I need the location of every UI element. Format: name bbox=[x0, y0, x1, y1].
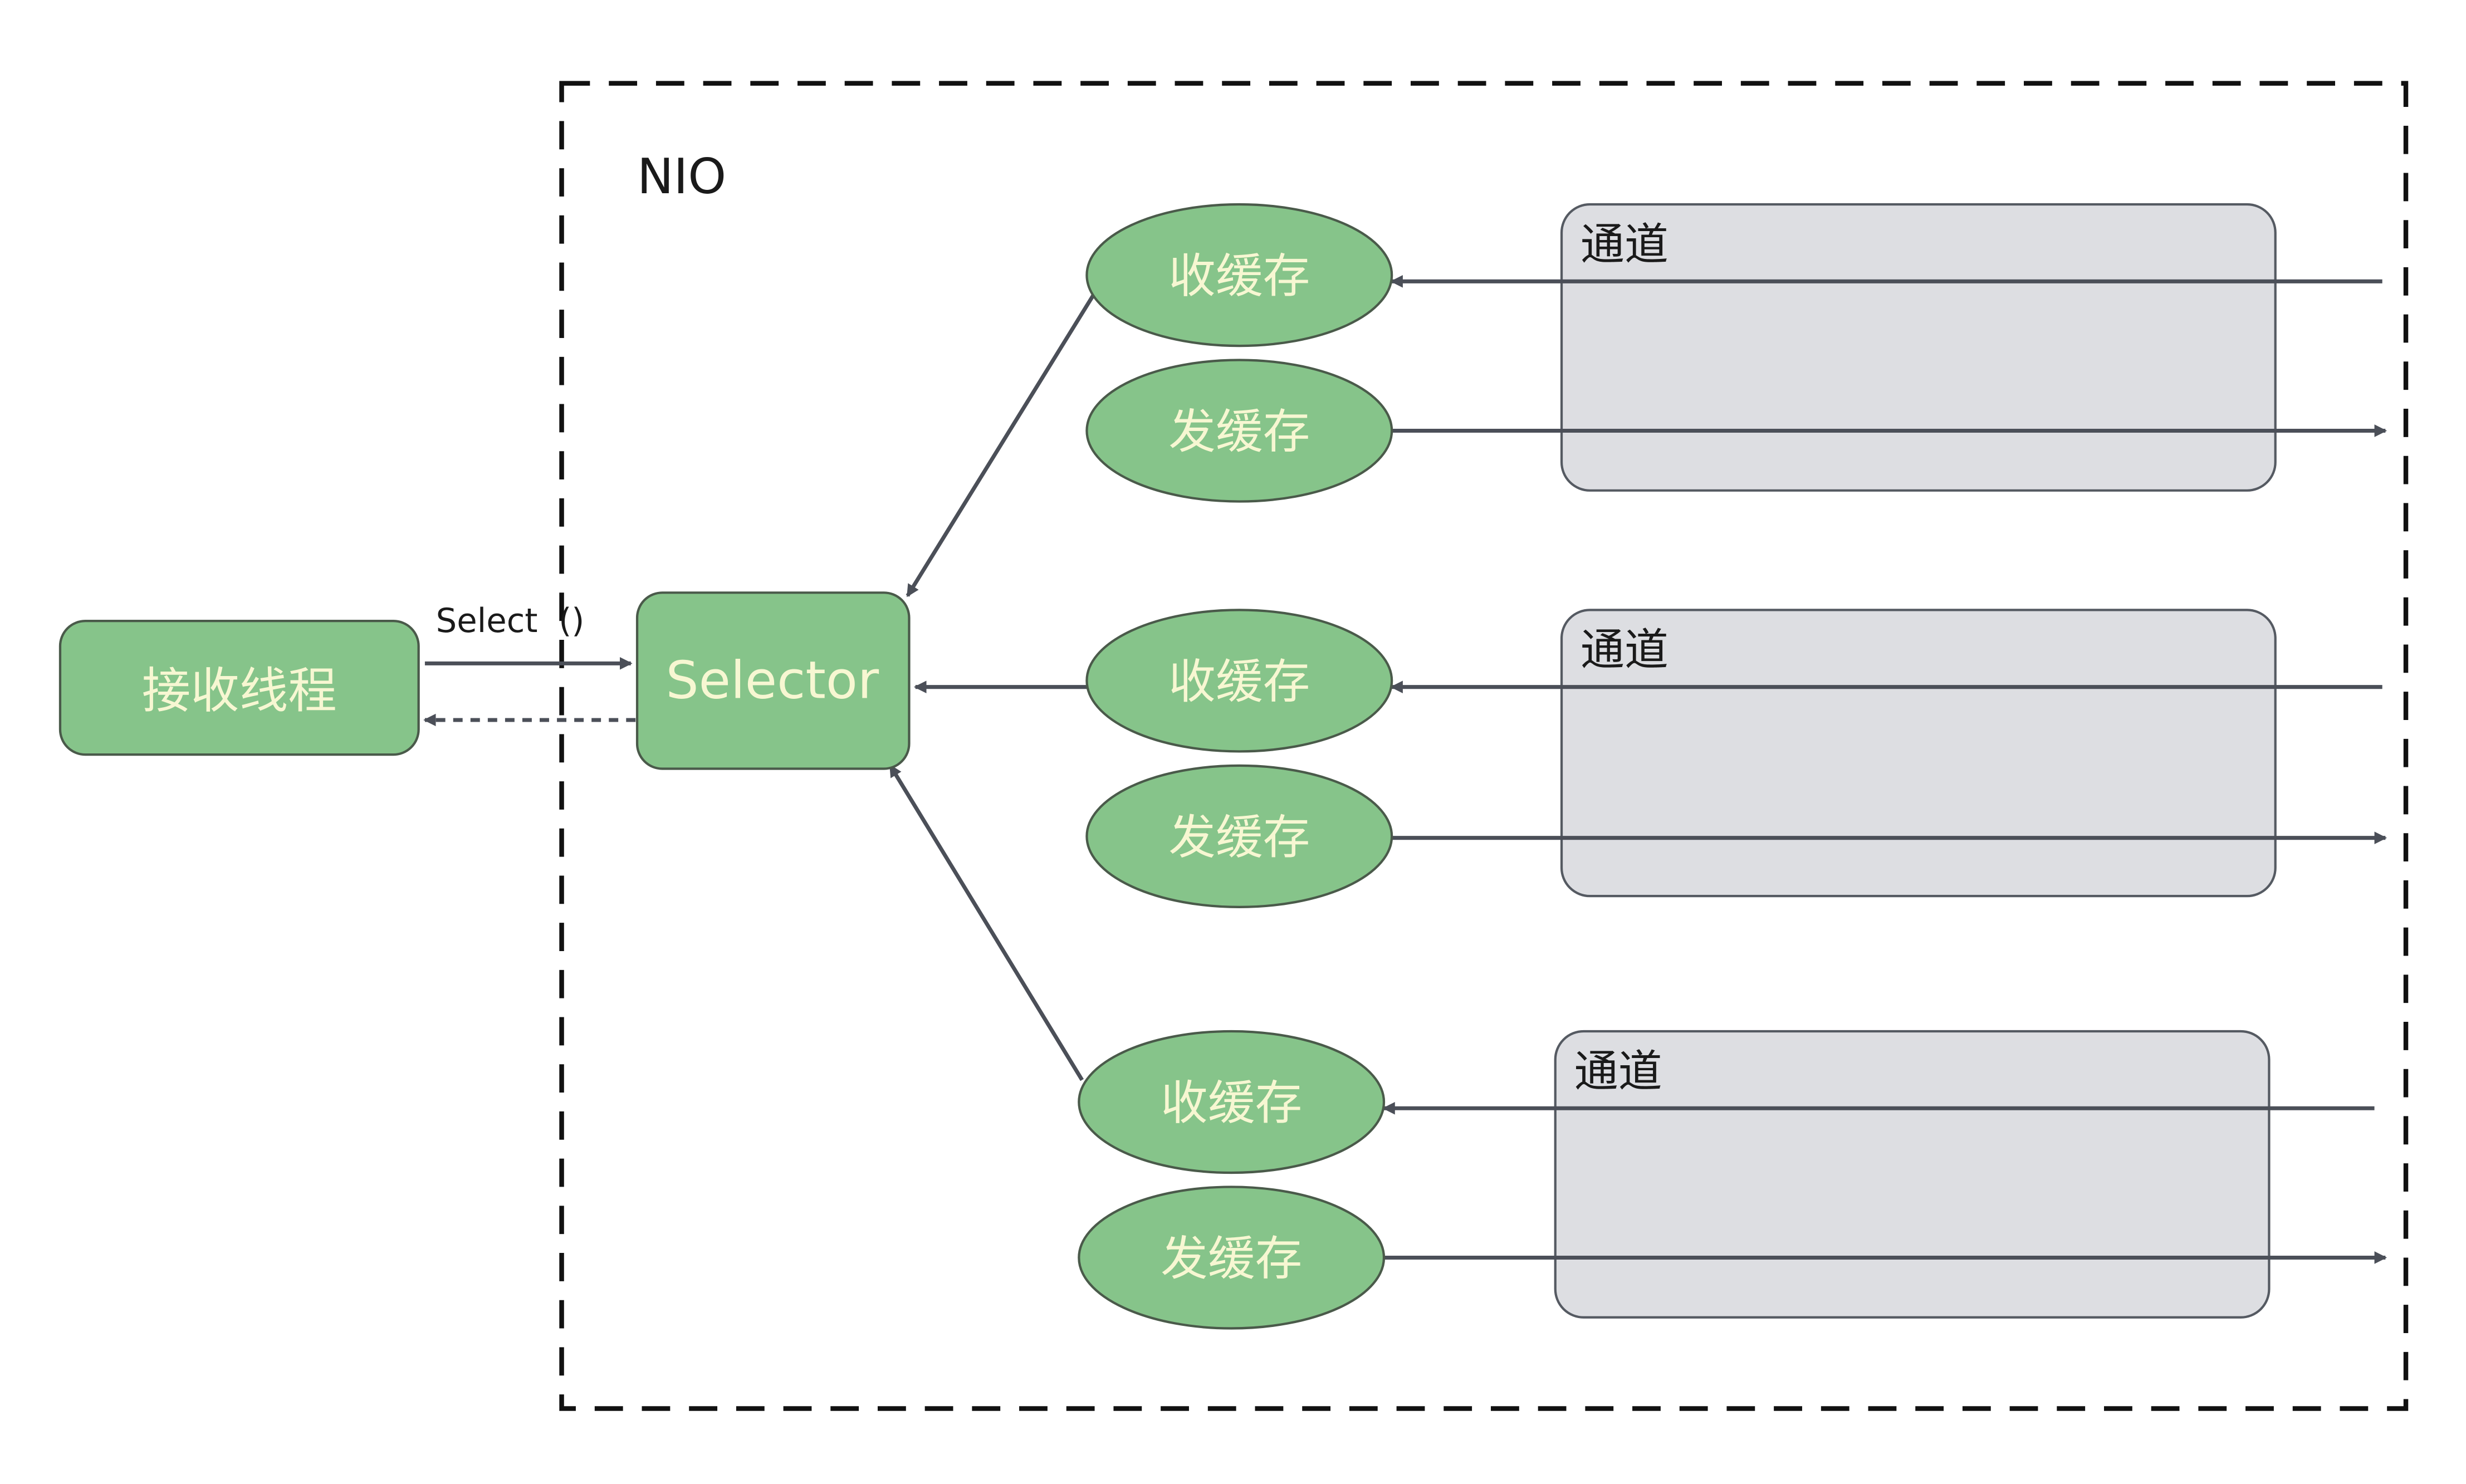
selector-node: Selector bbox=[635, 591, 911, 770]
recv-buffer-2-label: 收缓存 bbox=[1168, 654, 1310, 709]
send-buffer-1-shape bbox=[1085, 359, 1393, 503]
recv-buffer-3-shape bbox=[1078, 1030, 1386, 1174]
channel-2: 通道 bbox=[1560, 609, 2277, 898]
channel-1-label: 通道 bbox=[1581, 219, 1669, 270]
channel-1-box bbox=[1560, 203, 2277, 492]
channel-3-label: 通道 bbox=[1574, 1046, 1662, 1097]
recv-buffer-1-shape bbox=[1085, 203, 1393, 347]
send-buffer-3-shape bbox=[1078, 1186, 1386, 1330]
channel-3: 通道 bbox=[1554, 1030, 2271, 1319]
send-buffer-2-label: 发缓存 bbox=[1168, 810, 1310, 865]
channel-2-box bbox=[1560, 609, 2277, 898]
recv-buffer-2: 收缓存 bbox=[1085, 609, 1393, 753]
channel-3-box bbox=[1554, 1030, 2271, 1319]
recv-buffer-2-shape bbox=[1085, 609, 1393, 753]
send-buffer-1-label: 发缓存 bbox=[1168, 404, 1310, 459]
recv-buffer-3: 收缓存 bbox=[1078, 1030, 1386, 1174]
recv-buffer-1-label: 收缓存 bbox=[1168, 248, 1310, 303]
send-buffer-2: 发缓存 bbox=[1085, 764, 1393, 909]
selector-box bbox=[635, 591, 911, 770]
channel-2-label: 通道 bbox=[1581, 624, 1669, 675]
nio-label: NIO bbox=[637, 148, 726, 205]
recv-buffer-3-label: 收缓存 bbox=[1161, 1075, 1302, 1130]
send-buffer-1: 发缓存 bbox=[1085, 359, 1393, 503]
recv-buffer-1: 收缓存 bbox=[1085, 203, 1393, 347]
receiver-thread-box bbox=[58, 620, 420, 756]
channel-1: 通道 bbox=[1560, 203, 2277, 492]
select-call-label: Select () bbox=[436, 601, 585, 640]
send-buffer-3-label: 发缓存 bbox=[1161, 1231, 1302, 1286]
receiver-thread-node: 接收线程 bbox=[58, 620, 420, 756]
send-buffer-3: 发缓存 bbox=[1078, 1186, 1386, 1330]
receiver-thread-label: 接收线程 bbox=[142, 662, 337, 719]
selector-label: Selector bbox=[666, 650, 879, 710]
nio-boundary bbox=[559, 81, 2409, 1411]
send-buffer-2-shape bbox=[1085, 764, 1393, 909]
recv-to-selector-arrow-1 bbox=[906, 294, 1095, 597]
recv-to-selector-arrow-3 bbox=[888, 764, 1084, 1081]
